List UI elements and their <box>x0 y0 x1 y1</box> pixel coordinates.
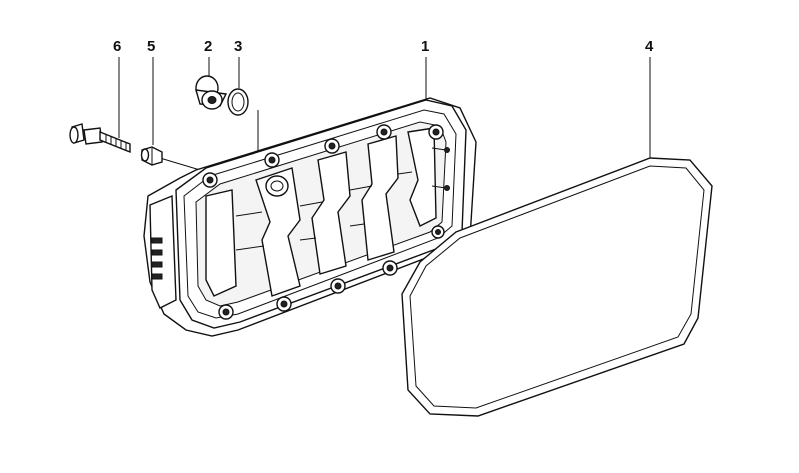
callout-2[interactable]: 2 <box>204 38 212 55</box>
callout-6[interactable]: 6 <box>113 38 121 55</box>
o-ring-part-3[interactable] <box>227 88 249 116</box>
callout-1[interactable]: 1 <box>421 38 429 55</box>
gasket-part-4[interactable] <box>401 157 713 417</box>
plug-part-2[interactable] <box>195 75 228 110</box>
callout-3[interactable]: 3 <box>234 38 242 55</box>
callout-5[interactable]: 5 <box>147 38 155 55</box>
grommet-part-5[interactable] <box>140 146 163 166</box>
bolt-part-6[interactable] <box>69 123 131 154</box>
leader-5-extension <box>159 157 201 171</box>
valve-cover-part-1[interactable] <box>143 97 477 337</box>
callout-4[interactable]: 4 <box>645 38 654 55</box>
